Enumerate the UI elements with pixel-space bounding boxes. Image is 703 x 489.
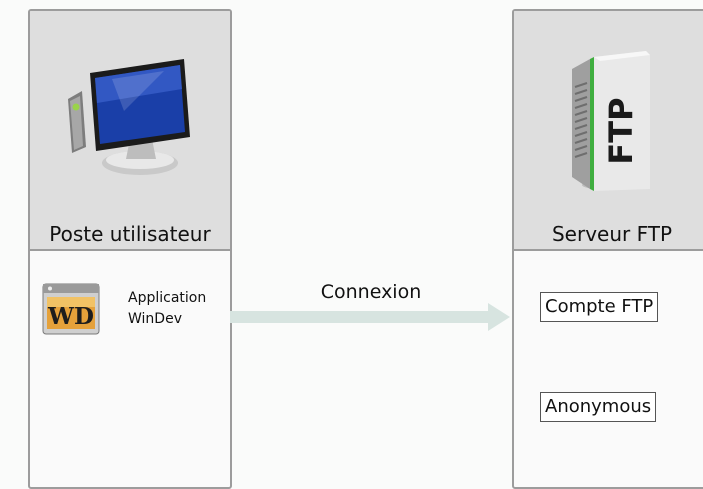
ftp-account-box: Compte FTP	[540, 292, 659, 322]
user-workstation-header: Poste utilisateur	[30, 11, 230, 251]
ftp-server-header: FTP Serveur FTP	[514, 11, 703, 251]
connection-label: Connexion	[320, 281, 422, 303]
computer-monitor-icon	[68, 59, 190, 175]
ftp-server-panel: FTP Serveur FTP Compte FTP Anonymous	[512, 9, 703, 489]
windev-logo-icon: WD	[42, 283, 100, 335]
windev-logo-text: WD	[47, 303, 94, 330]
app-label-line2: WinDev	[128, 311, 182, 327]
connection-arrow	[230, 303, 510, 331]
ftp-server-icon-text: FTP	[602, 97, 640, 164]
app-label-line1: Application	[128, 290, 207, 306]
user-workstation-panel: Poste utilisateur WD Application WinDev	[28, 9, 232, 489]
windev-app-label: Application WinDev	[128, 288, 206, 330]
anonymous-account-box: Anonymous	[540, 392, 657, 422]
ftp-server-icon: FTP	[572, 51, 650, 191]
user-workstation-title: Poste utilisateur	[49, 222, 211, 246]
ftp-server-title: Serveur FTP	[551, 222, 673, 246]
